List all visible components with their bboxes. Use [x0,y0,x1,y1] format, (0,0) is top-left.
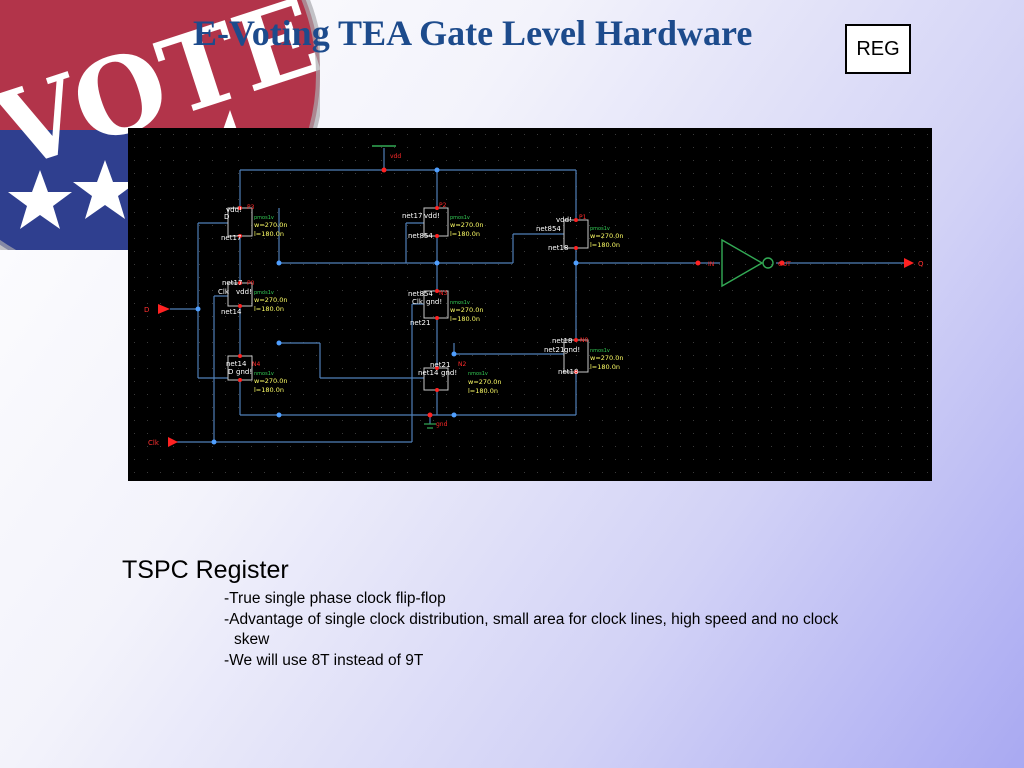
svg-text:net17: net17 [402,212,422,220]
svg-text:w=270.0n: w=270.0n [450,221,484,229]
transistor-2-labels: vdd! net854 net18 P1 pmos1v w=270.0n l=1… [536,214,624,252]
svg-text:gnd!: gnd! [564,346,580,354]
svg-text:gnd!: gnd! [236,368,252,376]
transistor-7-labels: net18 net21 gnd! net18 N0 nmos1v w=270.0… [544,337,624,376]
gnd-symbol [424,423,436,429]
svg-text:nmos1v: nmos1v [450,300,470,306]
port-clk: Clk [148,439,160,447]
svg-text:vdd!: vdd! [226,206,242,214]
bullet-item: -Advantage of single clock distribution,… [224,610,839,628]
port-q: Q [918,260,924,268]
svg-text:net14: net14 [418,369,439,377]
svg-text:net21: net21 [544,346,564,354]
inverter-out-label: OUT [778,261,791,268]
svg-text:l=180.0n: l=180.0n [590,363,620,371]
section-heading: TSPC Register [122,556,289,584]
svg-text:gnd!: gnd! [441,369,457,377]
svg-text:w=270.0n: w=270.0n [254,296,288,304]
svg-text:pmos1v: pmos1v [450,215,470,221]
svg-text:net18: net18 [558,368,578,376]
transistor-4-labels: net854 Clk gnd! net21 N3 nmos1v w=270.0n… [408,290,484,327]
svg-text:N0: N0 [580,337,588,344]
svg-text:l=180.0n: l=180.0n [254,230,284,238]
wires [170,148,904,443]
svg-text:w=270.0n: w=270.0n [468,378,502,386]
svg-text:l=180.0n: l=180.0n [590,241,620,249]
svg-text:nmos1v: nmos1v [468,371,488,377]
svg-text:vdd!: vdd! [424,212,440,220]
transistor-1-labels: vdd! net17 net854 P2 pmos1v w=270.0n l=1… [402,202,484,240]
svg-text:pmos1v: pmos1v [254,215,274,221]
svg-text:gnd!: gnd! [426,298,442,306]
slide-title: E-Voting TEA Gate Level Hardware [193,13,753,53]
bullet-item: -True single phase clock flip-flop [224,590,446,607]
svg-text:pmos1v: pmos1v [590,226,610,232]
schematic-canvas: vdd gnd D Clk Q IN OUT vdd! D net17 P3 p… [128,128,932,481]
svg-text:Clk: Clk [412,298,424,306]
reg-tag: REG [845,24,911,74]
svg-text:pmos1v: pmos1v [254,290,274,296]
svg-text:P2: P2 [439,202,447,209]
svg-text:net17: net17 [221,234,241,242]
svg-text:vdd!: vdd! [236,288,252,296]
bullet-item: skew [234,631,270,648]
transistor-3-labels: net17 Clk vdd! net14 P0 pmos1v w=270.0n … [218,279,288,316]
svg-text:D: D [228,368,233,376]
svg-text:w=270.0n: w=270.0n [254,221,288,229]
gnd-label: gnd [436,421,448,428]
transistor-5-labels: net14 D gnd! N4 nmos1v w=270.0n l=180.0n [226,360,288,394]
svg-text:l=180.0n: l=180.0n [450,315,480,323]
tspc-schematic: vdd gnd D Clk Q IN OUT vdd! D net17 P3 p… [128,128,932,481]
vote-badge-icon: VOTE [0,0,320,250]
svg-text:vdd!: vdd! [556,216,572,224]
transistor-0-labels: vdd! D net17 P3 pmos1v w=270.0n l=180.0n [221,204,288,242]
svg-text:net854: net854 [536,225,561,233]
port-d: D [144,306,149,314]
transistor-6-labels: net21 net14 gnd! N2 nmos1v w=270.0n l=18… [418,361,502,395]
bullet-item: -We will use 8T instead of 9T [224,651,424,669]
svg-text:w=270.0n: w=270.0n [590,232,624,240]
svg-text:l=180.0n: l=180.0n [468,387,498,395]
svg-text:net854: net854 [408,232,433,240]
svg-text:l=180.0n: l=180.0n [254,386,284,394]
svg-text:net21: net21 [430,361,450,369]
svg-text:w=270.0n: w=270.0n [254,377,288,385]
svg-text:P0: P0 [247,280,255,287]
svg-text:N2: N2 [458,361,466,368]
svg-text:l=180.0n: l=180.0n [450,230,480,238]
svg-text:P3: P3 [247,204,255,211]
svg-text:net18: net18 [548,244,568,252]
svg-text:nmos1v: nmos1v [590,348,610,354]
svg-text:Clk: Clk [218,288,230,296]
svg-text:net21: net21 [410,319,430,327]
junctions [195,167,579,445]
svg-text:P1: P1 [579,214,587,221]
svg-text:w=270.0n: w=270.0n [590,354,624,362]
description: TSPC Register -True single phase clock f… [122,556,922,671]
svg-text:net854: net854 [408,290,433,298]
inverter-in-label: IN [708,261,714,268]
svg-text:l=180.0n: l=180.0n [254,305,284,313]
svg-text:net14: net14 [221,308,242,316]
svg-text:net17: net17 [222,279,242,287]
svg-text:N4: N4 [252,361,260,368]
inverter-symbol [695,238,785,288]
svg-text:w=270.0n: w=270.0n [450,306,484,314]
svg-text:nmos1v: nmos1v [254,371,274,377]
svg-text:N3: N3 [439,290,447,297]
vdd-label: vdd [390,153,401,160]
svg-text:D: D [224,213,229,221]
bullet-list: -True single phase clock flip-flop -Adva… [122,589,922,671]
transistor-symbols [227,167,589,418]
svg-text:net14: net14 [226,360,247,368]
svg-text:net18: net18 [552,337,572,345]
